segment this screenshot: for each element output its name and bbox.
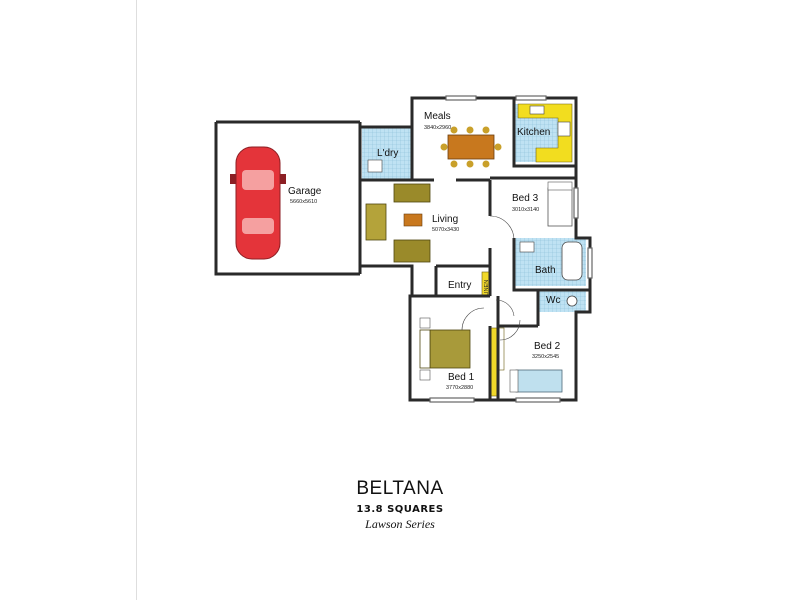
bed2-bed-icon xyxy=(509,369,563,393)
page-frame xyxy=(136,0,800,600)
plan-size: 13.8 SQUARES xyxy=(356,504,444,515)
garage-dim: 5660x5610 xyxy=(290,199,317,205)
plan-series: Lawson Series xyxy=(365,517,435,531)
kitchen-label: Kitchen xyxy=(517,127,550,138)
laundry-label: L'dry xyxy=(377,148,398,159)
laundry-trough-icon xyxy=(367,159,383,173)
kitchen-bench xyxy=(517,103,573,163)
meals-dim: 3840x2960 xyxy=(424,125,451,131)
bed1-bed-icon xyxy=(419,317,471,381)
bed3-bed-icon xyxy=(547,181,573,227)
linen-label: LINEN xyxy=(484,280,490,296)
bed2-label: Bed 2 xyxy=(534,341,561,352)
meals-label: Meals xyxy=(424,111,451,122)
toilet-icon xyxy=(566,295,578,307)
plan-name: BELTANA xyxy=(356,478,444,499)
entry-label: Entry xyxy=(448,280,471,291)
door-swings xyxy=(461,215,521,341)
dining-table-icon xyxy=(440,126,502,168)
bathtub-icon xyxy=(561,241,583,281)
bath-label: Bath xyxy=(535,265,556,276)
bed3-dim: 3010x3140 xyxy=(512,207,539,213)
car-icon xyxy=(230,146,286,260)
bed1-label: Bed 1 xyxy=(448,372,475,383)
wc-label: Wc xyxy=(546,295,560,306)
title-block: BELTANA 13.8 SQUARES Lawson Series xyxy=(300,478,500,532)
sofa-icon xyxy=(365,183,431,263)
bed2-dim: 3250x2545 xyxy=(532,354,559,360)
vanity-icon xyxy=(519,241,535,253)
bed1-dim: 3770x2880 xyxy=(446,385,473,391)
living-dim: 5070x3430 xyxy=(432,227,459,233)
walls xyxy=(214,96,592,402)
cooktop xyxy=(557,121,571,137)
windows xyxy=(429,95,593,403)
wc-floor xyxy=(538,290,586,312)
living-label: Living xyxy=(432,214,458,225)
sink xyxy=(529,105,545,115)
garage-label: Garage xyxy=(288,186,322,197)
bed3-label: Bed 3 xyxy=(512,193,539,204)
